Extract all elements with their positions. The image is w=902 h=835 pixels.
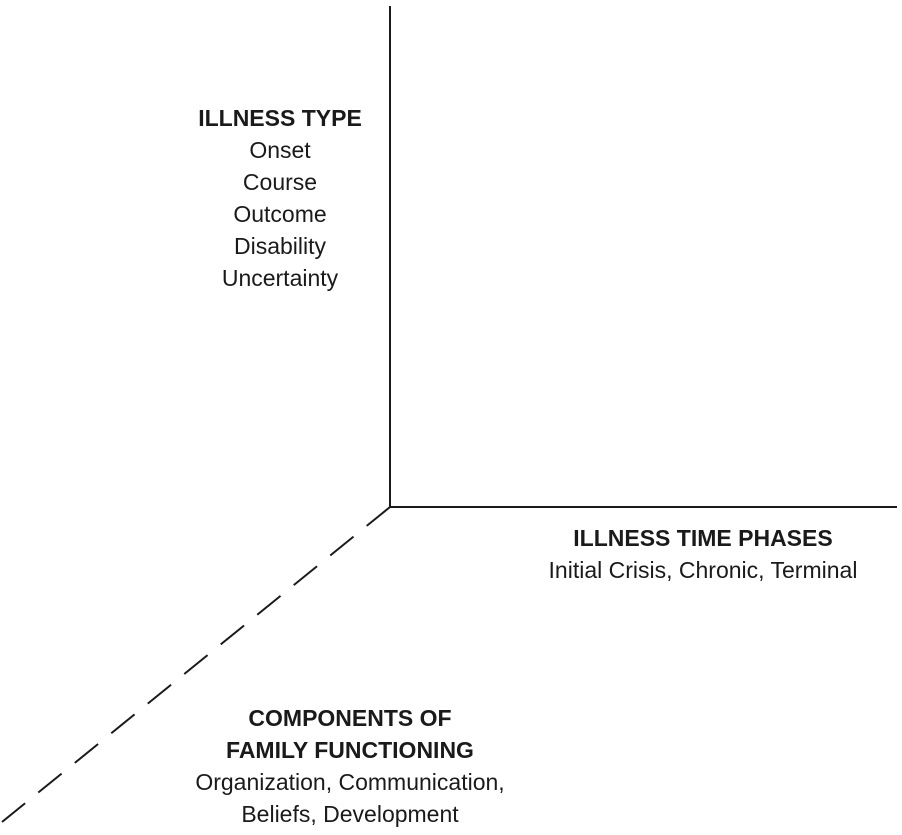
family-functioning-detail-line2: Beliefs, Development	[241, 801, 459, 827]
illness-type-item-disability: Disability	[233, 233, 327, 259]
family-functioning-heading-line2: FAMILY FUNCTIONING	[226, 737, 474, 763]
diagonal-dashed-axis-line	[1, 506, 391, 823]
illness-type-item-course: Course	[242, 169, 318, 195]
illness-time-phases-label: ILLNESS TIME PHASES Initial Crisis, Chro…	[500, 522, 902, 586]
illness-type-item-outcome: Outcome	[233, 201, 327, 227]
time-phases-heading: ILLNESS TIME PHASES	[573, 525, 833, 551]
illness-type-label: ILLNESS TYPE Onset Course Outcome Disabi…	[160, 102, 400, 294]
family-functioning-label: COMPONENTS OF FAMILY FUNCTIONING Organiz…	[140, 702, 560, 830]
time-phases-detail: Initial Crisis, Chronic, Terminal	[548, 557, 858, 583]
family-functioning-detail-line1: Organization, Communication,	[195, 769, 505, 795]
illness-type-item-uncertainty: Uncertainty	[221, 265, 339, 291]
illness-type-heading: ILLNESS TYPE	[198, 105, 362, 131]
illness-type-item-onset: Onset	[249, 137, 311, 163]
family-functioning-heading-line1: COMPONENTS OF	[248, 705, 452, 731]
